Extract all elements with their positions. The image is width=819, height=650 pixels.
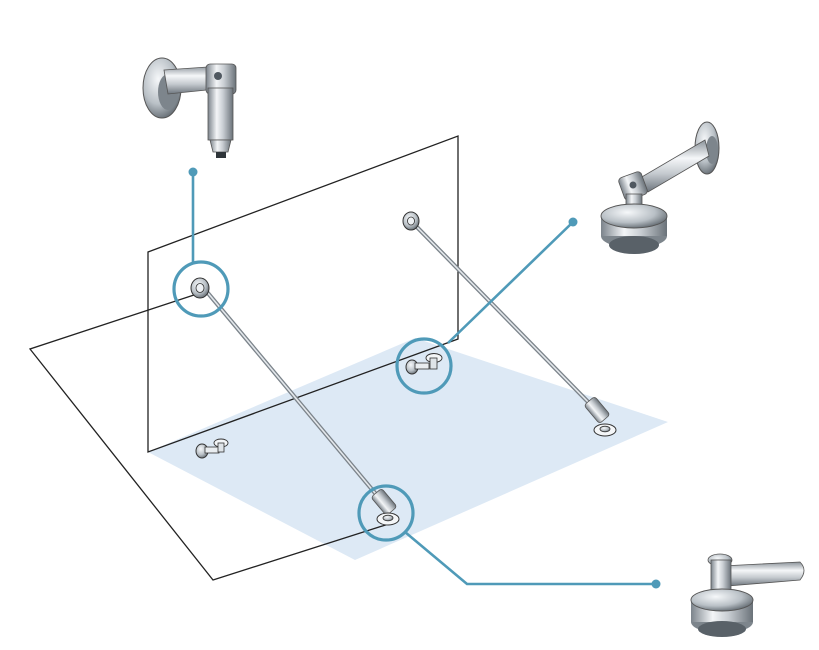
glass-clamp-left-icon — [195, 438, 229, 459]
glass-fitting-bottom-icon — [376, 512, 400, 526]
callout-top-left — [172, 167, 230, 318]
canopy-outline — [28, 293, 399, 581]
glass-pane — [148, 338, 668, 560]
wall-anchor-left-icon — [190, 277, 210, 299]
wall-outline — [147, 135, 459, 453]
glass-clamp-inner-icon — [405, 353, 443, 375]
wall-bracket-disc-icon — [600, 121, 720, 254]
tension-rod-left — [199, 283, 397, 515]
rod-end-fitting-icon — [690, 553, 805, 637]
callout-top-right — [395, 217, 578, 395]
wall-bracket-vertical-icon — [142, 57, 237, 158]
glass-fitting-right-icon — [593, 423, 617, 437]
wall-anchor-right-icon — [402, 211, 420, 231]
callout-bottom — [357, 484, 661, 589]
tension-rod-right — [409, 219, 610, 423]
